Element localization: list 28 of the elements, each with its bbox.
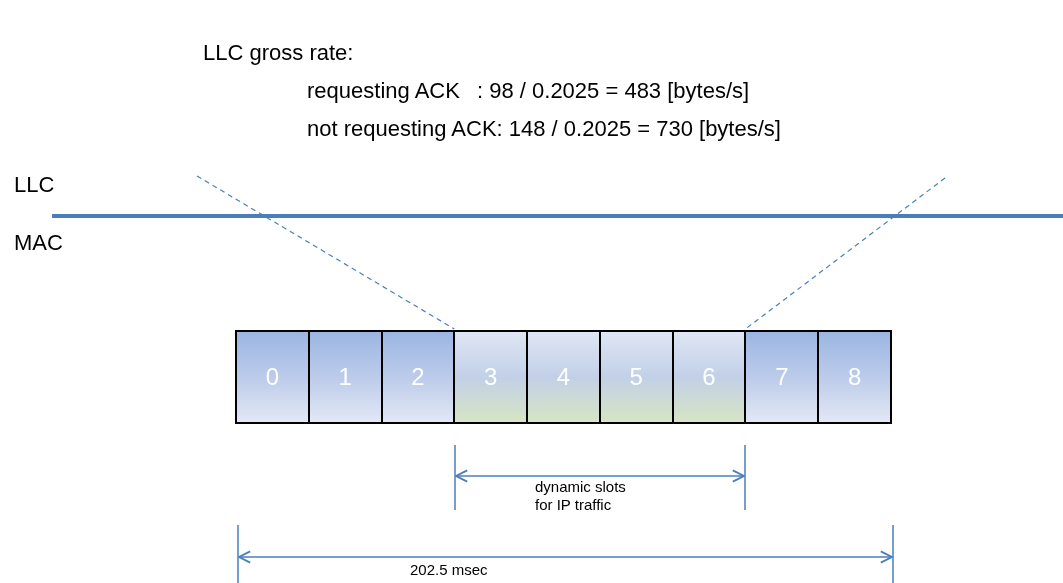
layer-label: LLC xyxy=(14,172,55,199)
rate-label: requesting ACK xyxy=(307,78,460,105)
time-slot xyxy=(526,330,601,424)
dimension-label: 202.5 msec xyxy=(410,561,488,579)
slot-number: 3 xyxy=(484,363,498,391)
time-slot xyxy=(744,330,820,424)
time-slot xyxy=(380,330,456,424)
time-slot xyxy=(307,330,383,424)
time-slot xyxy=(817,330,892,424)
slot-number: 4 xyxy=(556,363,571,391)
projection-line xyxy=(196,175,455,330)
rate-value: : 98 / 0.2025 = 483 [bytes/s] xyxy=(477,78,750,105)
heading: LLC gross rate: xyxy=(203,40,354,67)
slot-number: 5 xyxy=(629,363,643,391)
rate-line: not requesting ACK: 148 / 0.2025 = 730 [bytes/s] xyxy=(307,116,781,143)
time-slot xyxy=(235,330,310,424)
slot-number: 0 xyxy=(265,363,280,391)
time-slot xyxy=(453,330,529,424)
slot-number: 8 xyxy=(847,363,862,391)
slot-number: 6 xyxy=(702,363,716,391)
slot-number: 7 xyxy=(775,363,789,391)
time-slot xyxy=(598,330,674,424)
dimension-label: dynamic slots for IP traffic xyxy=(535,478,627,514)
layer-label: MAC xyxy=(14,230,63,257)
slot-number: 1 xyxy=(338,363,352,391)
projection-line xyxy=(744,177,946,330)
time-slot xyxy=(671,330,747,424)
slot-number: 2 xyxy=(411,363,425,391)
